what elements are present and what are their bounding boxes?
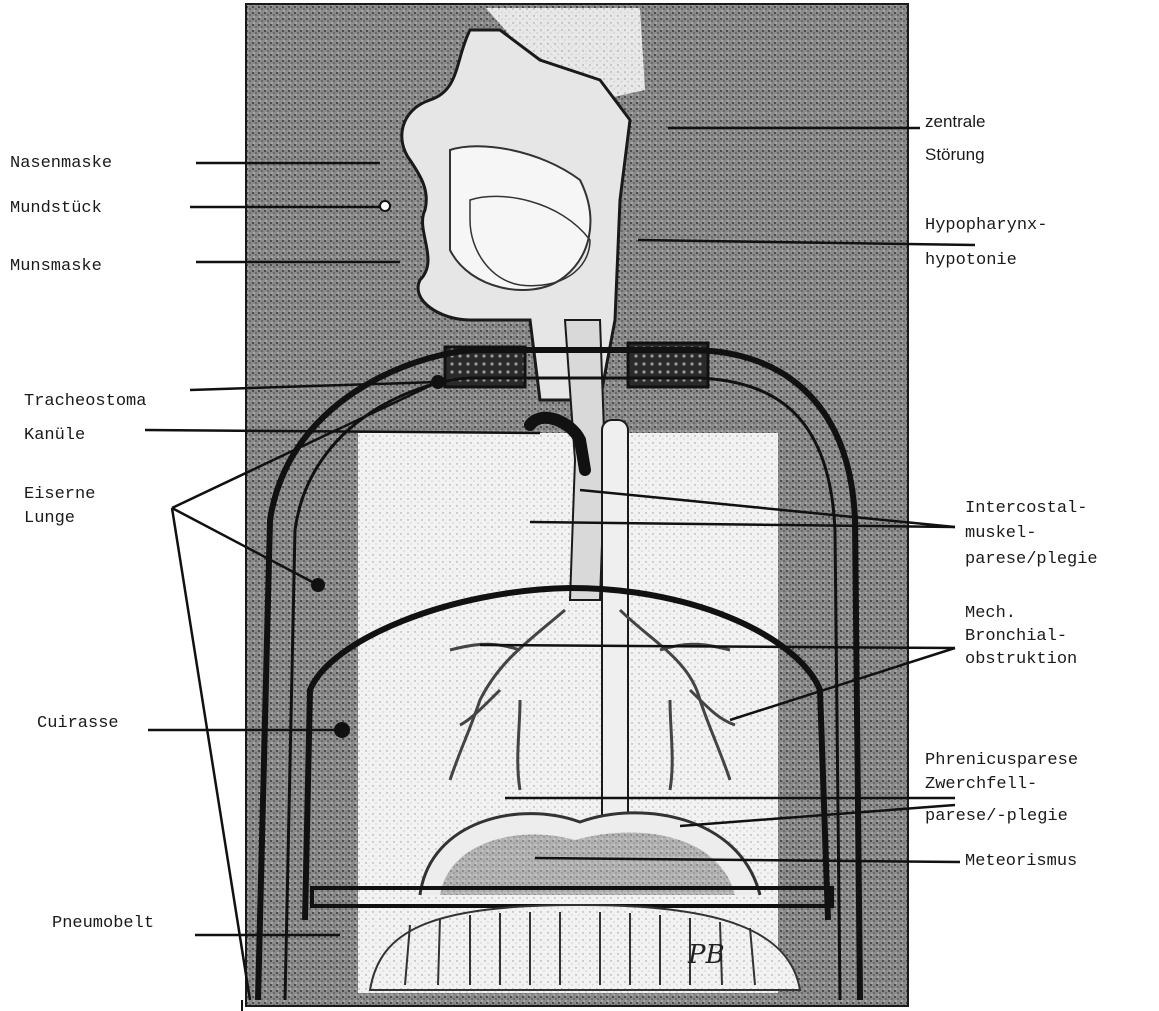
label-kanuele: Kanüle [24, 426, 85, 445]
artist-signature: PB [688, 940, 725, 970]
label-mech: Mech. [965, 604, 1016, 623]
label-phrenicus: Phrenicusparese [925, 751, 1078, 770]
label-meteorismus: Meteorismus [965, 852, 1077, 871]
label-parese-plegie: parese/plegie [965, 550, 1098, 569]
label-tracheostoma: Tracheostoma [24, 392, 146, 411]
label-intercostal: Intercostal- [965, 499, 1087, 518]
label-obstruktion: obstruktion [965, 650, 1077, 669]
label-zentrale: zentrale [925, 112, 985, 132]
label-eiserne: Eiserne [24, 485, 95, 504]
label-pneumobelt: Pneumobelt [52, 914, 154, 933]
label-stoerung: Störung [925, 145, 985, 165]
label-zwerchfell: Zwerchfell- [925, 775, 1037, 794]
label-munsmaske: Munsmaske [10, 257, 102, 276]
label-muskel: muskel- [965, 524, 1036, 543]
label-parese-plegie-2: parese/-plegie [925, 807, 1068, 826]
label-lunge: Lunge [24, 509, 75, 528]
esophagus [602, 420, 628, 880]
label-cuirasse: Cuirasse [37, 714, 119, 733]
label-mundstueck: Mundstück [10, 199, 102, 218]
mouthpiece-marker [380, 201, 390, 211]
label-hypopharynx: Hypopharynx- [925, 216, 1047, 235]
label-bronchial: Bronchial- [965, 627, 1067, 646]
label-hypotonie: hypotonie [925, 251, 1017, 270]
label-nasenmaske: Nasenmaske [10, 154, 112, 173]
